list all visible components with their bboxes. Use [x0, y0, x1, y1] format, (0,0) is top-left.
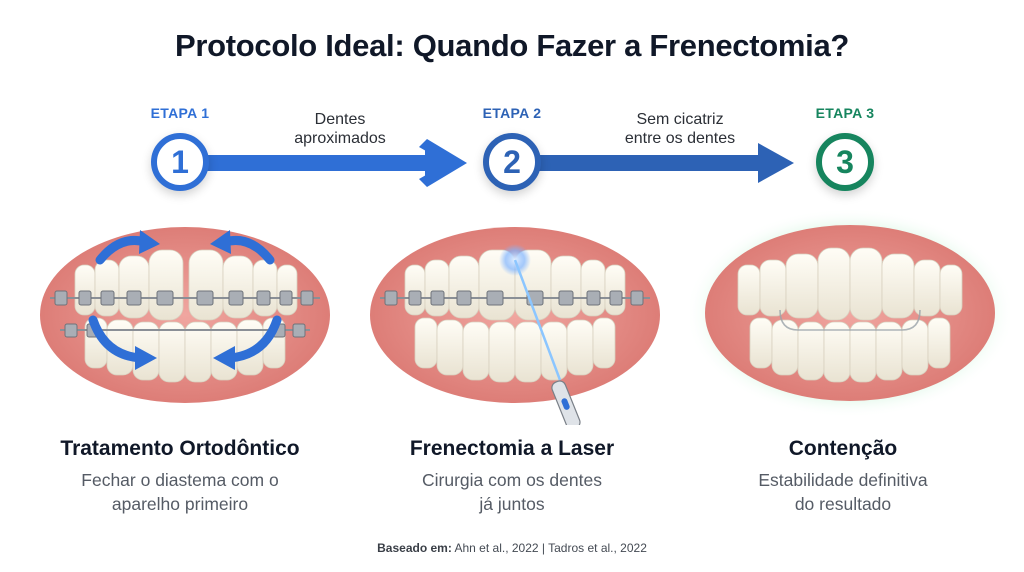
arrow-1-caption: Dentes aproximados: [250, 110, 430, 148]
footer-label: Baseado em:: [377, 541, 452, 555]
stage-1-desc-line2: aparelho primeiro: [111, 494, 249, 514]
page-title: Protocolo Ideal: Quando Fazer a Frenecto…: [174, 28, 850, 63]
references-footer: Baseado em: Ahn et al., 2022 | Tadros et…: [0, 541, 1024, 555]
teeth-laser-illustration: [370, 227, 660, 425]
stage-1-title: Tratamento Ortodôntico: [60, 437, 300, 460]
stage-2-circle: 2: [483, 133, 541, 191]
arrow-2-icon: [538, 143, 794, 183]
stage-2-description: Cirurgia com os dentes já juntos: [352, 468, 672, 516]
stage-2-label: ETAPA 2: [482, 105, 542, 121]
stage-1-label: ETAPA 1: [150, 105, 210, 121]
stage-3-description: Estabilidade definitiva do resultado: [683, 468, 1003, 516]
stage-2-desc-line2: já juntos: [479, 494, 545, 514]
stage-3-desc-line1: Estabilidade definitiva: [758, 470, 928, 490]
arrow-1-caption-line2: aproximados: [294, 130, 386, 147]
stage-1-circle: 1: [151, 133, 209, 191]
arrow-2-caption-line1: Sem cicatriz: [636, 111, 724, 128]
stage-3-circle: 3: [816, 133, 874, 191]
arrow-1-caption-line1: Dentes: [314, 111, 366, 128]
arrow-2-caption-line2: entre os dentes: [624, 130, 736, 147]
arrow-1-icon: [205, 139, 467, 187]
stage-3-label: ETAPA 3: [815, 105, 875, 121]
stage-3-title: Contenção: [788, 437, 898, 460]
stage-1-description: Fechar o diastema com o aparelho primeir…: [20, 468, 340, 516]
stage-3-desc-line2: do resultado: [794, 494, 892, 514]
arrow-2-caption: Sem cicatriz entre os dentes: [590, 110, 770, 148]
stage-1-desc-line1: Fechar o diastema com o: [81, 470, 279, 490]
stage-2-desc-line1: Cirurgia com os dentes: [422, 470, 602, 490]
stage-2-title: Frenectomia a Laser: [409, 437, 615, 460]
teeth-retainer-illustration: [690, 210, 1010, 415]
footer-references: Ahn et al., 2022 | Tadros et al., 2022: [454, 541, 647, 555]
teeth-braces-illustration: [40, 227, 330, 403]
